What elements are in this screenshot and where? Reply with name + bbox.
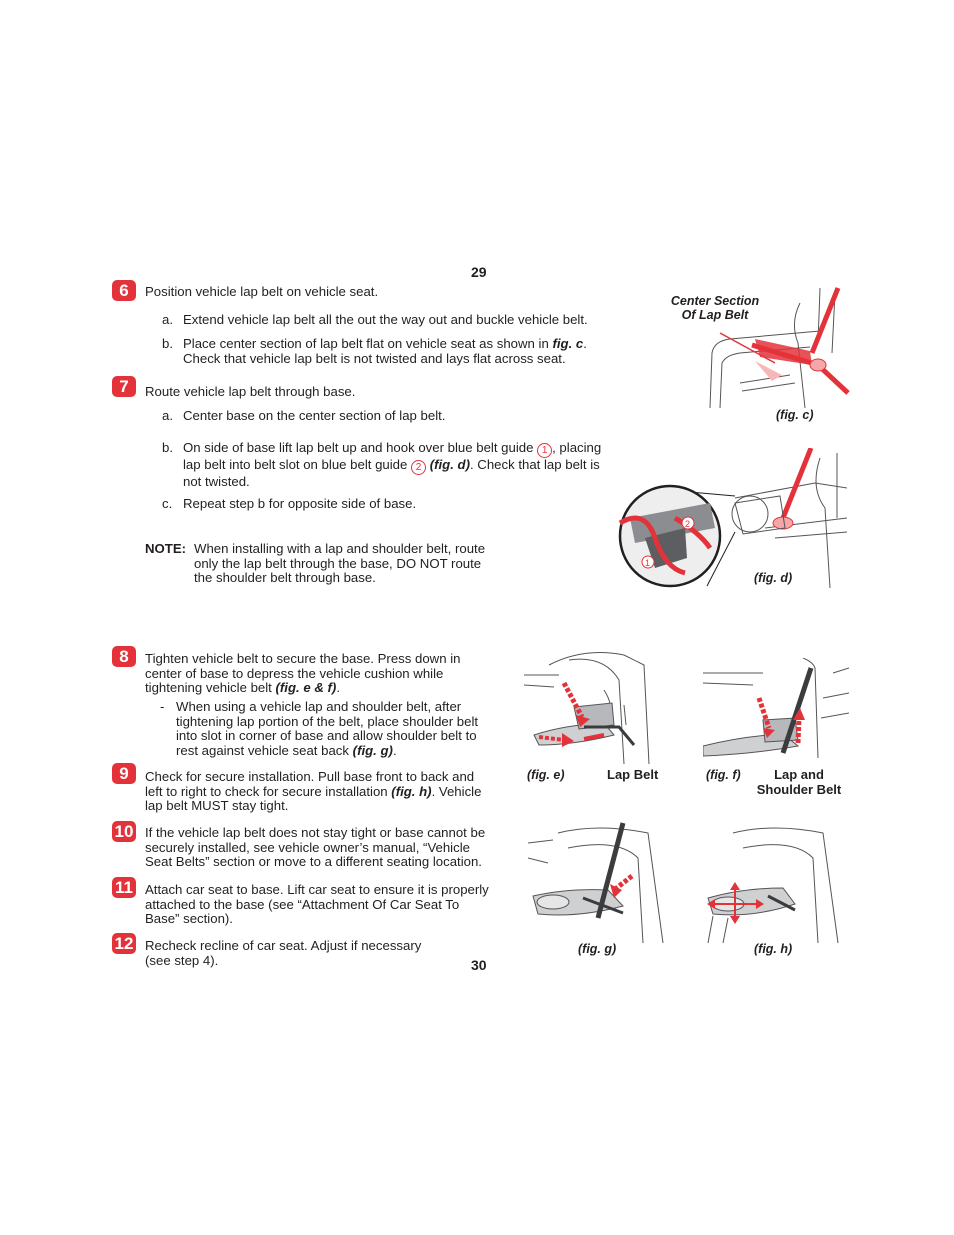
step-7-text: Route vehicle lap belt through base. bbox=[145, 384, 356, 399]
step-6b-letter: b. bbox=[162, 336, 173, 351]
step-7a-text: Center base on the center section of lap… bbox=[183, 408, 446, 423]
fig-e-illustration bbox=[524, 652, 650, 765]
step-12-text: Recheck recline of car seat. Adjust if n… bbox=[145, 938, 422, 968]
fig-f-caption: (fig. f) bbox=[706, 768, 741, 782]
step-7a-letter: a. bbox=[162, 408, 173, 423]
step-7c-letter: c. bbox=[162, 496, 173, 511]
step-badge-6: 6 bbox=[112, 280, 136, 301]
step-badge-10: 10 bbox=[112, 821, 136, 842]
note-text: When installing with a lap and shoulder … bbox=[194, 541, 486, 585]
step-6a-text: Extend vehicle lap belt all the out the … bbox=[183, 312, 588, 327]
step-badge-9: 9 bbox=[112, 763, 136, 784]
fig-g-illustration bbox=[528, 822, 664, 944]
fig-d-marker-1: 1 bbox=[645, 558, 650, 568]
step-10-text: If the vehicle lap belt does not stay ti… bbox=[145, 825, 486, 869]
step-badge-11: 11 bbox=[112, 877, 136, 898]
step-7c-text: Repeat step b for opposite side of base. bbox=[183, 496, 417, 511]
fig-e-label: Lap Belt bbox=[607, 767, 659, 782]
step-badge-8: 8 bbox=[112, 646, 136, 667]
page-number-top: 29 bbox=[471, 264, 487, 280]
step-6b-text: Place center section of lap belt flat on… bbox=[183, 336, 587, 366]
step-6a-letter: a. bbox=[162, 312, 173, 327]
fig-d-caption: (fig. d) bbox=[754, 571, 793, 585]
fig-c-illustration bbox=[709, 287, 850, 409]
step-7b-text: On side of base lift lap belt up and hoo… bbox=[183, 440, 602, 489]
fig-e-caption: (fig. e) bbox=[527, 768, 565, 782]
step-badge-12: 12 bbox=[112, 933, 136, 954]
fig-f-illustration bbox=[703, 658, 849, 759]
fig-h-caption: (fig. h) bbox=[754, 942, 793, 956]
guide-marker-2: 2 bbox=[411, 460, 427, 475]
step-7b-letter: b. bbox=[162, 440, 173, 455]
step-badge-7: 7 bbox=[112, 376, 136, 397]
page-number-bottom: 30 bbox=[471, 957, 487, 973]
step-8-bullet-dash: - bbox=[160, 699, 165, 714]
step-8-text: Tighten vehicle belt to secure the base.… bbox=[145, 651, 461, 695]
fig-d-illustration: 1 2 bbox=[618, 448, 848, 589]
guide-marker-1: 1 bbox=[537, 443, 553, 458]
fig-c-caption: (fig. c) bbox=[776, 408, 814, 422]
fig-h-illustration bbox=[707, 827, 839, 944]
step-8-bullet-text: When using a vehicle lap and shoulder be… bbox=[176, 699, 479, 758]
step-6-text: Position vehicle lap belt on vehicle sea… bbox=[145, 284, 379, 299]
fig-d-marker-2: 2 bbox=[685, 519, 690, 529]
fig-g-caption: (fig. g) bbox=[578, 942, 617, 956]
note-label: NOTE: bbox=[145, 541, 187, 556]
step-9-text: Check for secure installation. Pull base… bbox=[145, 769, 482, 813]
step-11-text: Attach car seat to base. Lift car seat t… bbox=[145, 882, 489, 926]
